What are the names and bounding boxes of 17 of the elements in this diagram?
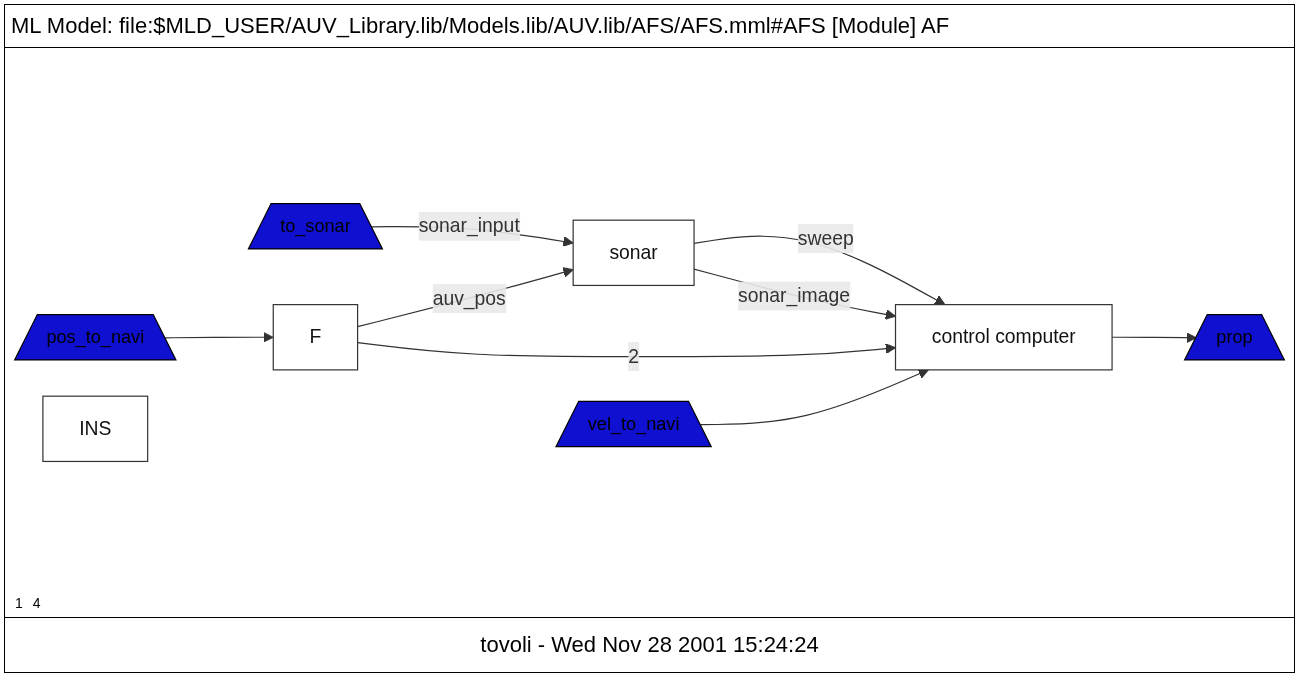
arrow bbox=[699, 368, 929, 426]
edge-label: sonar_input bbox=[418, 215, 520, 236]
title: ML Model: file:$MLD_USER/AUV_Library.lib/Models.lib/AUV.lib/AFS/AFS.mml#AFS [Module] AF bbox=[5, 5, 1294, 48]
node-box: INS bbox=[42, 395, 149, 463]
edge-label: sonar_image bbox=[738, 285, 850, 306]
arrow bbox=[164, 331, 274, 343]
port-number: 1 bbox=[15, 595, 23, 611]
node-box: F bbox=[272, 304, 359, 371]
arrow bbox=[357, 341, 896, 358]
edge-label: auv_pos bbox=[432, 287, 506, 309]
edge-label: sweep bbox=[797, 227, 854, 249]
node-box: control computer bbox=[894, 304, 1113, 371]
caption: tovoli - Wed Nov 28 2001 15:24:24 bbox=[5, 617, 1294, 672]
edge-label: 2 bbox=[628, 345, 639, 367]
port-number: 4 bbox=[32, 595, 41, 611]
arrow bbox=[357, 267, 574, 328]
node-box: sonar bbox=[572, 219, 695, 287]
